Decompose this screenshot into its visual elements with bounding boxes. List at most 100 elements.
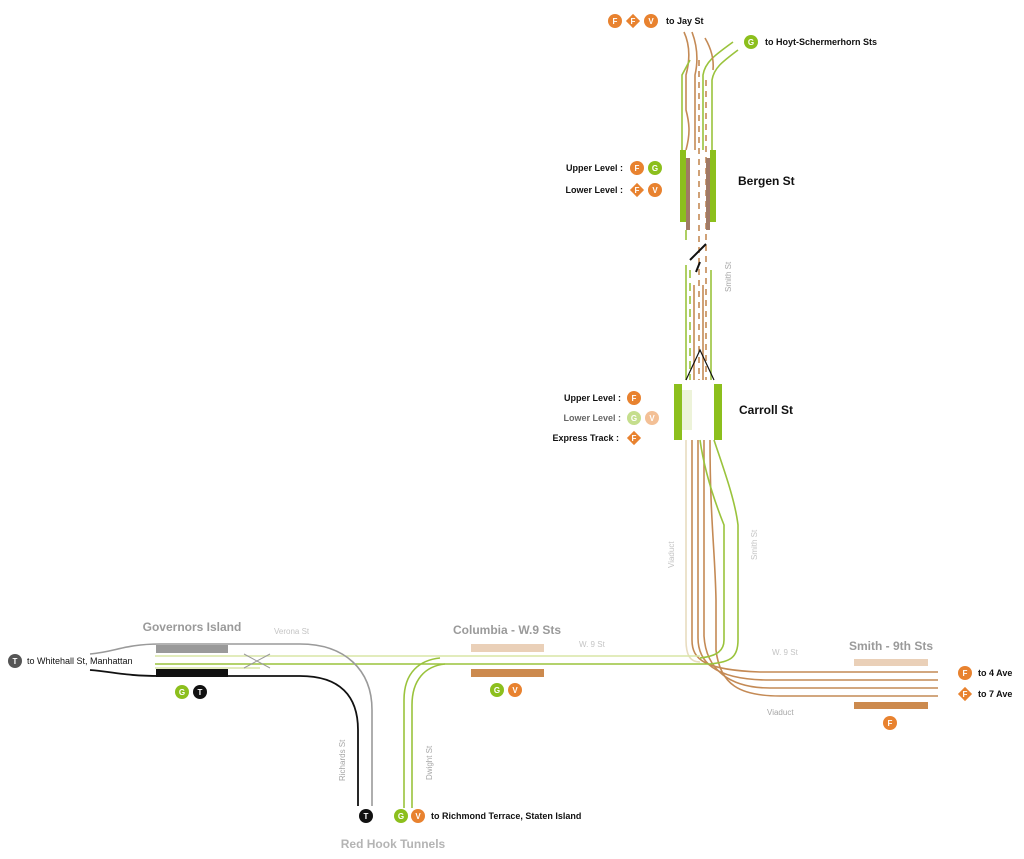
route-bullet-g[interactable]: G (627, 411, 641, 425)
svg-text:F: F (635, 186, 640, 195)
station-name-bergen[interactable]: Bergen St (738, 174, 795, 188)
svg-text:F: F (963, 669, 968, 678)
track-viaduct-3 (697, 440, 938, 681)
station-carroll: Carroll St Upper Level : F Lower Level :… (552, 391, 793, 446)
carroll-upper-label: Upper Level : (564, 393, 621, 403)
street-verona: Verona St (274, 627, 310, 636)
route-bullet-g[interactable]: G (648, 161, 662, 175)
street-dwight: Dwight St (425, 745, 434, 780)
svg-text:F: F (631, 17, 636, 26)
route-bullet-f[interactable]: F (608, 14, 622, 28)
route-bullet-g[interactable]: G (394, 809, 408, 823)
dest-7ave: F to 7 Ave (957, 686, 1012, 702)
route-bullet-v[interactable]: V (411, 809, 425, 823)
street-w9-right: W. 9 St (772, 648, 799, 657)
dest-whitehall: T to Whitehall St, Manhattan (8, 654, 133, 668)
route-bullet-v[interactable]: V (645, 411, 659, 425)
tracks (89, 31, 938, 808)
carroll-platform-fade (682, 390, 692, 430)
route-bullet-f[interactable]: F (958, 666, 972, 680)
route-bullet-t[interactable]: T (193, 685, 207, 699)
dest-label-whitehall: to Whitehall St, Manhattan (27, 656, 133, 666)
route-bullet-f[interactable]: F (883, 716, 897, 730)
route-bullet-f[interactable]: F (627, 391, 641, 405)
station-name-columbia[interactable]: Columbia - W.9 Sts (453, 623, 561, 637)
svg-text:V: V (649, 414, 655, 423)
route-bullet-f[interactable]: F (630, 161, 644, 175)
svg-text:G: G (652, 164, 658, 173)
dest-label-7ave: to 7 Ave (978, 689, 1012, 699)
station-bergen: Bergen St Upper Level : F G Lower Level … (565, 161, 795, 198)
svg-text:G: G (179, 688, 185, 697)
route-bullet-v[interactable]: V (644, 14, 658, 28)
track-gov-black (89, 669, 359, 806)
track-viaduct-5 (709, 439, 938, 697)
track-jay-1 (683, 31, 690, 151)
dest-4ave: F to 4 Ave (958, 666, 1012, 680)
dest-label-4ave: to 4 Ave (978, 668, 1012, 678)
svg-text:G: G (494, 686, 500, 695)
track-gov-x (243, 653, 271, 669)
street-smith-lower: Smith St (750, 529, 759, 560)
columbia-platform-tan (471, 669, 544, 677)
route-bullet-t[interactable]: T (8, 654, 22, 668)
dest-richmond: T G V to Richmond Terrace, Staten Island (359, 809, 581, 823)
bergen-platform-left (680, 150, 686, 222)
track-smith-green (709, 439, 739, 665)
street-w9-left: W. 9 St (579, 640, 606, 649)
route-bullet-v[interactable]: V (648, 183, 662, 197)
bergen-platform-right (710, 150, 716, 222)
svg-text:F: F (963, 690, 968, 699)
track-dwight-2 (411, 663, 446, 808)
route-bullet-t[interactable]: T (359, 809, 373, 823)
svg-text:F: F (613, 17, 618, 26)
station-governors: Governors Island G T (143, 620, 242, 699)
station-columbia: Columbia - W.9 Sts G V (453, 623, 561, 697)
svg-text:F: F (632, 394, 637, 403)
route-diamond-f[interactable]: F (957, 686, 973, 702)
track-viaduct-2 (691, 440, 938, 673)
street-viaduct-vertical: Viaduct (667, 541, 676, 568)
tunnel-label: Red Hook Tunnels (341, 837, 446, 851)
station-name-governors[interactable]: Governors Island (143, 620, 242, 634)
street-richards: Richards St (338, 739, 347, 781)
street-viaduct-horizontal: Viaduct (767, 708, 794, 717)
carroll-express-label: Express Track : (552, 433, 619, 443)
station-name-carroll[interactable]: Carroll St (739, 403, 793, 417)
street-smith-upper: Smith St (724, 261, 733, 292)
route-diamond-f[interactable]: F (626, 430, 642, 446)
smith9-platform-light (854, 659, 928, 666)
governors-platform-grey (156, 645, 228, 653)
bergen-platform-left-dark (686, 158, 690, 230)
svg-text:G: G (748, 38, 754, 47)
route-bullet-g[interactable]: G (175, 685, 189, 699)
track-outer-green (681, 59, 691, 150)
route-bullet-g[interactable]: G (490, 683, 504, 697)
columbia-platform-light (471, 644, 544, 652)
svg-text:T: T (198, 688, 203, 697)
svg-text:F: F (632, 434, 637, 443)
bergen-lower-label: Lower Level : (565, 185, 623, 195)
track-crossover (689, 243, 707, 273)
dest-label-richmond: to Richmond Terrace, Staten Island (431, 811, 581, 821)
svg-text:G: G (631, 414, 637, 423)
svg-text:V: V (415, 812, 421, 821)
route-diamond-f[interactable]: F (625, 13, 641, 29)
track-smith-green-2 (699, 439, 725, 659)
dest-jay: F F V to Jay St (608, 13, 704, 29)
governors-platform-black (156, 669, 228, 677)
route-bullet-v[interactable]: V (508, 683, 522, 697)
route-bullet-g[interactable]: G (744, 35, 758, 49)
bergen-upper-label: Upper Level : (566, 163, 623, 173)
track-jay-3 (704, 37, 715, 71)
station-name-smith9[interactable]: Smith - 9th Sts (849, 639, 933, 653)
svg-text:V: V (512, 686, 518, 695)
track-switch-lines (685, 348, 715, 381)
svg-text:G: G (398, 812, 404, 821)
dest-label-jay: to Jay St (666, 16, 704, 26)
route-diamond-f[interactable]: F (629, 182, 645, 198)
track-hoyt-1 (702, 41, 734, 150)
svg-text:F: F (888, 719, 893, 728)
dest-hoyt: G to Hoyt-Schermerhorn Sts (744, 35, 877, 49)
